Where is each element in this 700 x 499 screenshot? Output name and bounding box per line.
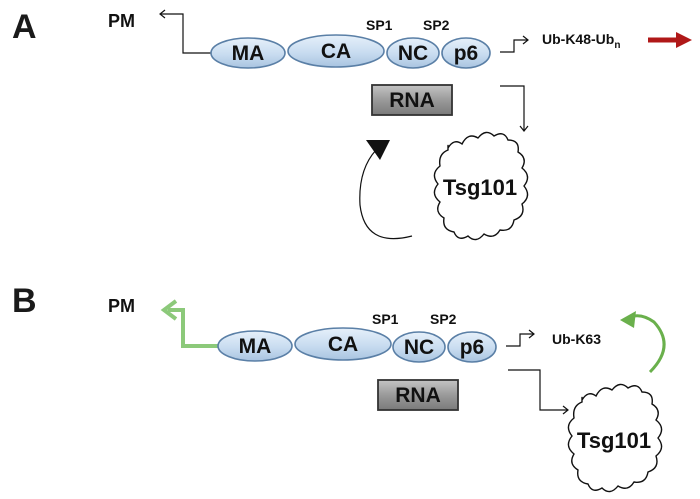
panel-a-ub-connector xyxy=(500,35,529,53)
panel-a: A PM MA CA NC p6 SP1 xyxy=(12,8,692,241)
panel-b-tsg101-shape xyxy=(567,383,663,493)
panel-a-letter: A xyxy=(12,8,37,46)
panel-b-domain-p6: p6 xyxy=(447,331,497,363)
panel-b-tsg101-label: Tsg101 xyxy=(577,428,651,453)
panel-a-tsg101-label: Tsg101 xyxy=(443,175,517,200)
panel-b-domain-ca: CA xyxy=(294,327,392,361)
panel-b: B PM MA CA NC p6 SP1 xyxy=(12,282,666,493)
panel-a-domain-ma: MA xyxy=(210,37,286,69)
panel-a-sp2-label: SP2 xyxy=(423,17,450,33)
panel-a-tsg-connector xyxy=(500,85,529,132)
svg-text:NC: NC xyxy=(398,42,428,65)
svg-text:RNA: RNA xyxy=(395,384,441,407)
panel-b-sp2-label: SP2 xyxy=(430,311,457,327)
panel-b-letter: B xyxy=(12,282,37,320)
panel-a-gag-polyprotein: MA CA NC p6 xyxy=(210,34,491,69)
panel-b-pm-arrow xyxy=(160,299,218,348)
panel-b-domain-nc: NC xyxy=(392,331,446,363)
panel-a-ub-label: Ub-K48-Ubn xyxy=(542,31,620,51)
panel-b-pm-label: PM xyxy=(108,296,135,316)
panel-a-rna-box: RNA xyxy=(371,84,453,116)
panel-b-tsg-connector xyxy=(508,369,569,415)
panel-b-gag-polyprotein: MA CA NC p6 xyxy=(217,327,497,363)
panel-b-rna-box: RNA xyxy=(377,379,459,411)
panel-a-domain-p6: p6 xyxy=(441,37,491,69)
panel-a-pm-arrow xyxy=(159,9,214,54)
svg-text:RNA: RNA xyxy=(389,89,435,112)
panel-a-domain-nc: NC xyxy=(386,37,440,69)
svg-text:CA: CA xyxy=(321,40,351,63)
svg-text:CA: CA xyxy=(328,333,358,356)
svg-text:p6: p6 xyxy=(454,42,479,65)
panel-b-sp1-label: SP1 xyxy=(372,311,399,327)
panel-a-tsg101-shape xyxy=(433,131,529,241)
panel-b-ub-loop-arrow xyxy=(620,311,666,374)
panel-a-degradation-arrow xyxy=(648,32,692,48)
svg-text:NC: NC xyxy=(404,336,434,359)
svg-text:MA: MA xyxy=(232,42,265,65)
panel-a-sp1-label: SP1 xyxy=(366,17,393,33)
panel-a-pm-label: PM xyxy=(108,11,135,31)
panel-a-recycle-arrow xyxy=(359,140,413,240)
panel-b-ub-connector xyxy=(506,329,535,347)
panel-b-domain-ma: MA xyxy=(217,330,293,362)
svg-text:MA: MA xyxy=(239,335,272,358)
panel-b-ub-label: Ub-K63 xyxy=(552,331,601,347)
svg-text:p6: p6 xyxy=(460,336,485,359)
panel-a-domain-ca: CA xyxy=(287,34,385,68)
